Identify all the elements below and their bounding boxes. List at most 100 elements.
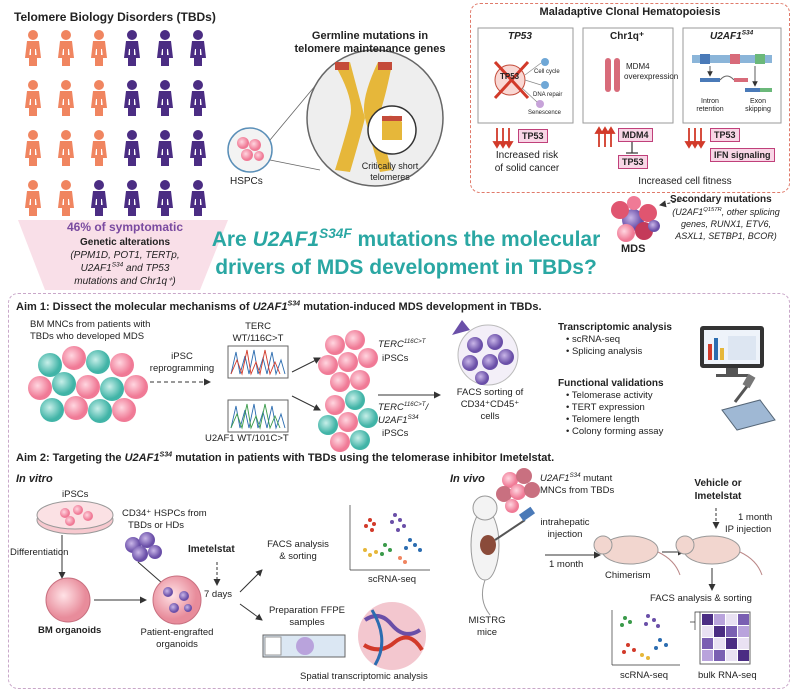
facs-cell-cluster-icon: [452, 320, 519, 386]
mds-cluster-icon: [611, 196, 660, 242]
tp53-label-dnarepair: DNA repair: [533, 92, 563, 98]
bulk-heatmap-icon: [690, 611, 751, 665]
arrow: [291, 357, 321, 373]
transcriptomic-item: • scRNA-seq: [566, 334, 621, 345]
tbd-alterations-title: Genetic alterations: [79, 237, 171, 248]
gene-superscript: S34: [159, 450, 173, 459]
days-label: 7 days: [204, 589, 232, 600]
label-line: Intron: [701, 98, 719, 105]
gene-name-rest: and TP53: [123, 263, 170, 274]
aim2-title: Aim 2: Targeting the U2AF1S34 mutation i…: [16, 450, 555, 465]
mouse-chimerism-icon: [593, 535, 681, 576]
list-item: TERT expression: [571, 402, 645, 413]
functional-item: • TERT expression: [566, 402, 645, 413]
gene-superscript: Q157R: [703, 207, 722, 213]
tp53-outcome-1: Increased risk: [495, 150, 559, 161]
list-item: Colony forming assay: [571, 426, 664, 437]
list-item: Telomere length: [571, 414, 640, 425]
tp53-crossed-label: TP53: [500, 72, 520, 81]
u2af1-subpanel-title: U2AF1S34: [710, 29, 754, 43]
tp53-outcome-2: of solid cancer: [494, 163, 560, 174]
aims-panel: [8, 293, 790, 689]
aim-text: mutation in patients with TBDs using the…: [172, 452, 555, 464]
facs-analysis-2: & sorting: [279, 551, 317, 562]
in-vitro-label: In vitro: [16, 473, 53, 485]
gene-superscript: S34: [111, 261, 124, 269]
transcriptomic-title: Transcriptomic analysis: [558, 322, 672, 333]
slash: /: [425, 402, 429, 413]
tbd-alterations-line3: mutations and Chr1q⁺): [74, 276, 176, 287]
central-question-line1: Are U2AF1S34F mutations the molecular: [196, 226, 616, 253]
scrna-umap-icon-2: [611, 610, 680, 666]
ffpe-slide-icon: [262, 634, 346, 658]
zoom-line: [269, 79, 321, 141]
transcriptomic-item: • Splicing analysis: [566, 346, 643, 357]
facs-analysis-1: FACS analysis: [267, 539, 329, 550]
tp53-subpanel-title: TP53: [508, 31, 532, 42]
chromosome-magnifier-icon: [306, 49, 444, 187]
in-vivo-label: In vivo: [450, 473, 485, 485]
ipsc1-line2: iPSCs: [382, 353, 409, 364]
tp53-label-cellcycle: Cell cycle: [534, 69, 560, 75]
question-text: mutations the molecular: [351, 228, 601, 251]
ipsc-colony-icon: [318, 330, 378, 392]
arrow: [239, 603, 263, 621]
monitor-icon: [700, 326, 764, 377]
chr1q-label-1: MDM4: [626, 62, 650, 71]
mutant-mnc-cluster-icon: [496, 468, 540, 513]
ipsc2-line2: U2AF1S34: [378, 414, 419, 427]
list-item: scRNA-seq: [571, 334, 621, 345]
gene-name: U2AF1: [124, 452, 160, 464]
question-text: Are: [211, 228, 253, 251]
gene-name: U2AF1: [80, 263, 112, 274]
cd34-line2: TBDs or HDs: [128, 520, 184, 531]
tp53-badge: TP53: [518, 129, 548, 143]
ipsc-dish-icon: [36, 500, 114, 535]
ffpe-1: Preparation FFPE: [268, 605, 346, 616]
person-icon-purple-group: [91, 30, 206, 216]
ffpe-2: samples: [289, 617, 325, 628]
gene-superscript: S34: [741, 29, 754, 37]
gene-name: U2AF1: [252, 301, 288, 313]
gene-superscript: 116C>T: [403, 337, 426, 345]
vehicle-2: Imetelstat: [694, 491, 742, 502]
scrna2-label: scRNA-seq: [620, 670, 669, 681]
spatial-label: Spatial transcriptomic analysis: [300, 671, 428, 682]
red-arrow-icons: [492, 126, 706, 149]
facs2-label: FACS analysis & sorting: [650, 593, 752, 604]
ipsc-reprog-2: reprogramming: [149, 363, 215, 374]
engrafted-organoid-icon: [152, 575, 202, 625]
telomere-label-2: telomeres: [370, 172, 410, 182]
mouse-treated-icon: [675, 535, 763, 576]
clonal-hematopoiesis-panel: [470, 3, 790, 193]
dashed-arrow: [659, 199, 686, 208]
ipsc2-line3: iPSCs: [382, 428, 409, 439]
gene-name: (U2AF1: [672, 207, 704, 217]
cd34-cells-icon: [125, 532, 162, 562]
one-month-label: 1 month: [549, 559, 584, 570]
functional-item: • Telomere length: [566, 414, 640, 425]
mutant-text: mutant: [580, 473, 613, 484]
clonal-subpanels: [477, 27, 782, 124]
tbd-alterations-line1: (PPM1D, POT1, TERTp,: [70, 250, 180, 261]
chromatogram-icons: [227, 345, 289, 433]
facs-line3: cells: [480, 411, 500, 422]
ip-2: IP injection: [725, 524, 772, 535]
mds-label: MDS: [621, 243, 646, 255]
secondary-line2: genes, RUNX1, ETV6,: [680, 219, 772, 229]
chr1q-subpanel-title: Chr1q⁺: [610, 31, 645, 42]
germline-title-1: Germline mutations in: [311, 30, 429, 42]
gene-superscript: S34: [287, 299, 301, 308]
ipsc2-line1: TERC116C>T/: [378, 401, 429, 414]
aim-text: Aim 2: Targeting the: [16, 452, 125, 464]
aim-text: Aim 1: Dissect the molecular mechanisms …: [16, 301, 253, 313]
tp53-network-icon: [493, 58, 549, 108]
zoom-line: [269, 159, 321, 171]
functional-title: Functional validations: [558, 378, 664, 389]
gene-name: U2AF1: [710, 31, 742, 42]
person-icon-orange-group: [25, 30, 107, 216]
gene-name: TERC: [378, 339, 404, 350]
label-line: retention: [696, 106, 724, 114]
